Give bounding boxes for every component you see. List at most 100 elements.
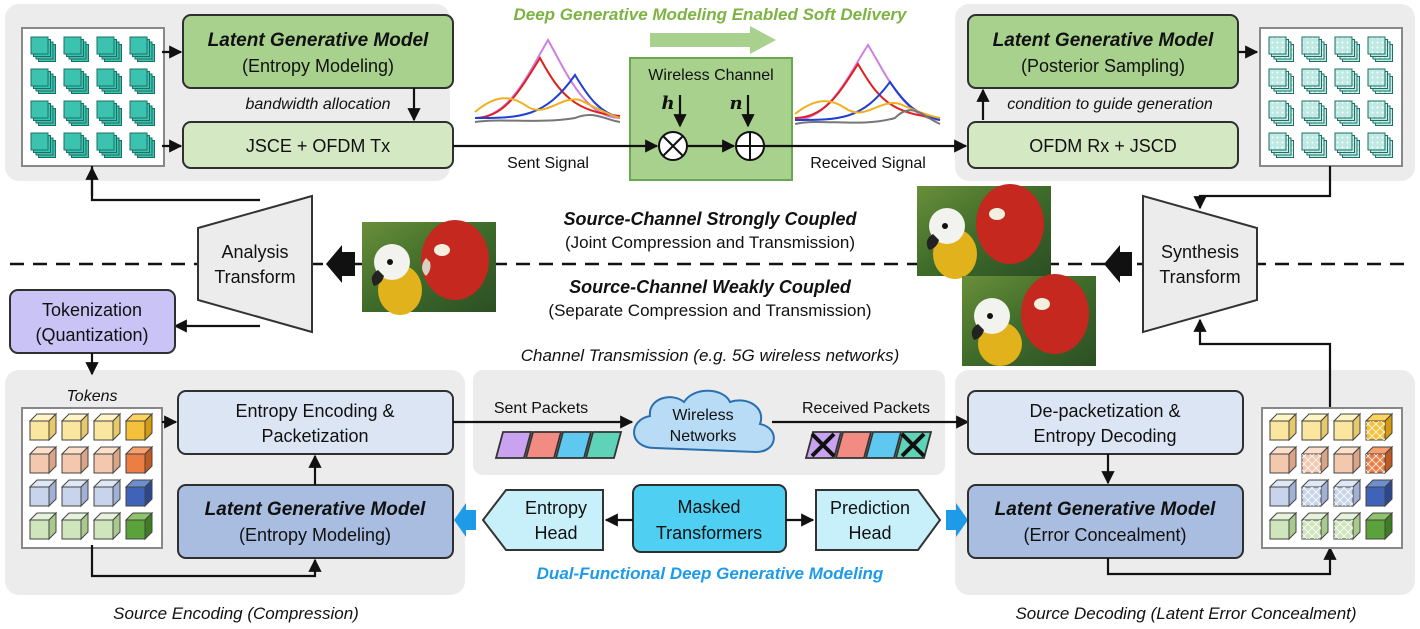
h-symbol: h (661, 93, 674, 114)
latent-cell (30, 100, 56, 126)
latent-cell (1268, 100, 1294, 126)
latent-cell (129, 68, 155, 94)
latent-cell (1367, 100, 1393, 126)
entropy-head-line1: Entropy (525, 498, 587, 518)
token-cube (1364, 412, 1394, 442)
sent-signal-label: Sent Signal (507, 155, 589, 172)
token-cube (124, 478, 154, 508)
entropy-enc-line1: Entropy Encoding & (235, 401, 394, 421)
latent-cell (1301, 68, 1327, 94)
token-cube (124, 412, 154, 442)
token-cube (92, 478, 122, 508)
latent-cell (1301, 36, 1327, 62)
prediction-head-line1: Prediction (830, 498, 910, 518)
encoder-latent-model-box (182, 14, 454, 89)
latent-grid-top-right (1259, 27, 1403, 167)
right-block-arrow (1104, 245, 1132, 283)
latent-cell (63, 68, 89, 94)
n-symbol: n (729, 93, 742, 114)
jscd-label: OFDM Rx + JSCD (1029, 136, 1177, 156)
received-packets-label: Received Packets (802, 400, 930, 417)
latent-cell (1334, 68, 1360, 94)
left-block-arrow (326, 245, 355, 283)
wireless-networks-cloud (633, 389, 775, 454)
token-cube (60, 511, 90, 541)
token-cube (1364, 478, 1394, 508)
latent-cell (63, 36, 89, 62)
tokens-to-synthesis-arrow (1193, 318, 1332, 408)
analysis-line2: Transform (214, 267, 295, 287)
depack-line2: Entropy Decoding (1033, 426, 1176, 446)
entropy-enc-line2: Packetization (261, 426, 368, 446)
token-cube (1300, 412, 1330, 442)
token-cube (1300, 445, 1330, 475)
jsce-label: JSCE + OFDM Tx (246, 136, 390, 156)
token-cube (1332, 445, 1362, 475)
token-cube (1300, 511, 1330, 541)
latent-cell (63, 132, 89, 158)
decoder-model-sub: (Posterior Sampling) (1021, 56, 1185, 76)
weakly-coupled-sub: (Separate Compression and Transmission) (548, 301, 871, 320)
token-cube (1332, 511, 1362, 541)
token-grid-right (1261, 407, 1403, 549)
dec-model-title: Latent Generative Model (995, 499, 1216, 520)
token-grid-left (21, 407, 163, 549)
token-cube (92, 445, 122, 475)
condition-label: condition to guide generation (1007, 96, 1213, 113)
token-cube (60, 412, 90, 442)
entropy-head-line2: Head (534, 523, 577, 543)
token-cube (92, 412, 122, 442)
token-cube (1364, 511, 1394, 541)
latent-cell (96, 132, 122, 158)
synthesis-line1: Synthesis (1161, 242, 1239, 262)
source-decoding-caption: Source Decoding (Latent Error Concealmen… (1015, 604, 1356, 623)
latent-cell (1334, 36, 1360, 62)
weakly-coupled-title: Source-Channel Weakly Coupled (569, 277, 852, 297)
masked-line2: Transformers (656, 523, 762, 543)
token-cube (1332, 412, 1362, 442)
dual-functional-title: Dual-Functional Deep Generative Modeling (537, 564, 884, 583)
latent-cell (1301, 132, 1327, 158)
dec-model-sub: (Error Concealment) (1023, 525, 1186, 545)
tokenization-line2: (Quantization) (35, 325, 148, 345)
tokenization-line1: Tokenization (42, 300, 142, 320)
received-signal-label: Received Signal (810, 155, 926, 172)
wireless-line2: Networks (670, 428, 737, 445)
masked-line1: Masked (677, 497, 740, 517)
prediction-head-shape (815, 489, 942, 551)
latent-cell (1268, 36, 1294, 62)
latent-cell (96, 100, 122, 126)
depacketization-box (967, 390, 1244, 455)
latent-cell (30, 132, 56, 158)
latent-cell (96, 36, 122, 62)
entropy-head-shape (481, 489, 604, 551)
depack-line1: De-packetization & (1029, 401, 1180, 421)
latent-cell (1268, 132, 1294, 158)
strongly-coupled-sub: (Joint Compression and Transmission) (565, 233, 855, 252)
token-cube (28, 412, 58, 442)
source-encoding-caption: Source Encoding (Compression) (113, 604, 359, 623)
tokens-to-model-arrow (90, 545, 322, 578)
add-icon (735, 131, 765, 161)
sent-signal-waves (474, 38, 621, 123)
wireless-line1: Wireless (672, 407, 733, 424)
analysis-transform-shape (197, 194, 313, 334)
prediction-head-line2: Head (848, 523, 891, 543)
token-cube (28, 445, 58, 475)
synthesis-line2: Transform (1159, 267, 1240, 287)
latent-cell (1367, 68, 1393, 94)
parrot-image-right-bottom (962, 274, 1096, 366)
latent-cell (1301, 100, 1327, 126)
decoder-latent-model-box (967, 14, 1239, 89)
token-cube (124, 445, 154, 475)
soft-delivery-title: Deep Generative Modeling Enabled Soft De… (514, 5, 909, 24)
parrot-image-left (362, 220, 496, 315)
analysis-to-latent-arrow (85, 166, 260, 202)
parrot-image-right-top (917, 184, 1051, 279)
received-packets (804, 431, 933, 459)
multiply-icon (658, 131, 688, 161)
blue-right-arrow (946, 503, 968, 537)
token-cube (92, 511, 122, 541)
token-cube (1268, 445, 1298, 475)
green-flow-arrow (650, 26, 776, 54)
